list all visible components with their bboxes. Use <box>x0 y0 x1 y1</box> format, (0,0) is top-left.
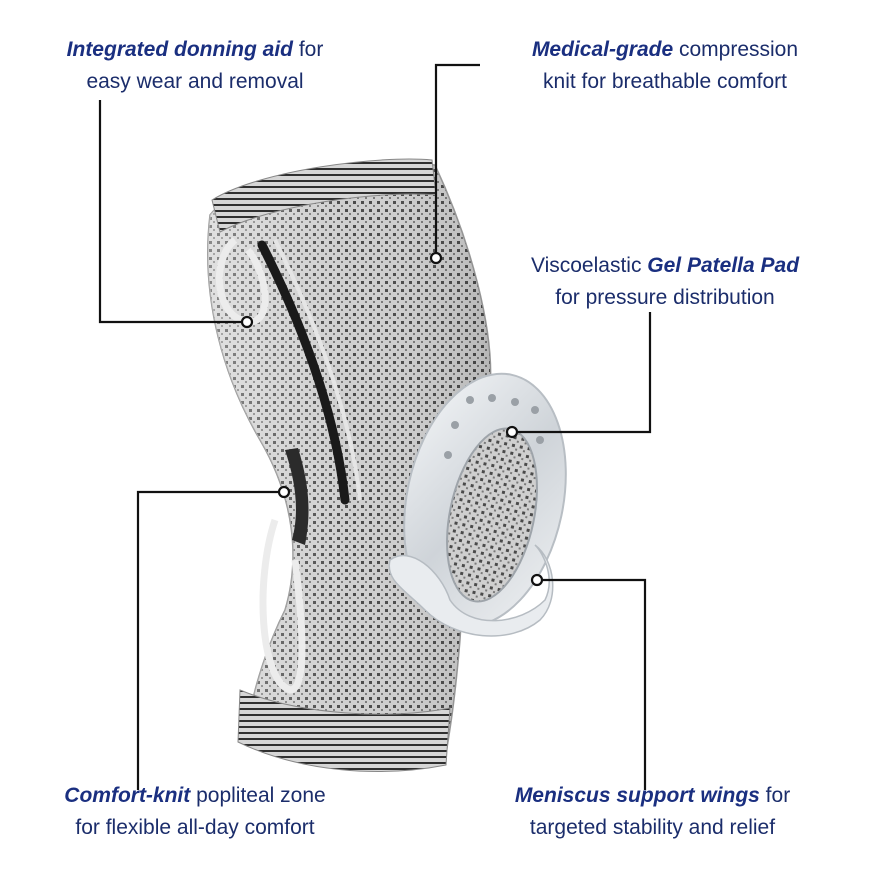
callout-gel-line2: for pressure distribution <box>555 286 775 309</box>
callout-comfort-emph: Comfort-knit <box>64 784 191 807</box>
callout-meniscus-line2: targeted stability and relief <box>529 816 776 839</box>
marker-comfort <box>277 485 291 499</box>
popliteal-zone <box>285 448 309 545</box>
meniscus-wings <box>388 544 554 637</box>
marker-gel <box>505 425 519 439</box>
side-stripe <box>257 240 350 505</box>
bottom-rib-band <box>237 689 451 772</box>
leader-meniscus <box>537 578 647 790</box>
marker-donning <box>240 315 254 329</box>
top-rib-band <box>211 158 437 233</box>
callout-meniscus-rest: for <box>759 784 791 807</box>
callout-comfort-rest: popliteal zone <box>190 784 326 807</box>
marker-medical <box>429 251 443 265</box>
callout-medical-grade: Medical-grade compression knit for breat… <box>470 34 860 98</box>
leader-medical <box>434 63 480 258</box>
leader-gel <box>512 312 652 434</box>
callout-medical-emph: Medical-grade <box>531 38 674 61</box>
callout-comfort-knit: Comfort-knit popliteal zone for flexible… <box>20 780 370 844</box>
callout-donning-aid: Integrated donning aid for easy wear and… <box>20 34 370 98</box>
callout-donning-rest: for <box>292 38 324 61</box>
callout-donning-emph: Integrated donning aid <box>66 38 293 61</box>
marker-meniscus <box>530 573 544 587</box>
callout-gel-patella: Viscoelastic Gel Patella Pad for pressur… <box>470 250 860 314</box>
leader-lines <box>98 63 652 790</box>
callout-medical-rest: compression <box>673 38 799 61</box>
callout-gel-pre: Viscoelastic <box>530 254 648 277</box>
leader-donning <box>98 100 247 324</box>
callout-comfort-line2: for flexible all-day comfort <box>75 816 315 839</box>
leader-comfort <box>136 490 284 790</box>
callout-medical-line2: knit for breathable comfort <box>543 70 787 93</box>
callout-meniscus-emph: Meniscus support wings <box>514 784 760 807</box>
callout-meniscus-wings: Meniscus support wings for targeted stab… <box>460 780 845 844</box>
callout-gel-emph: Gel Patella Pad <box>647 254 800 277</box>
callout-donning-line2: easy wear and removal <box>86 70 304 93</box>
